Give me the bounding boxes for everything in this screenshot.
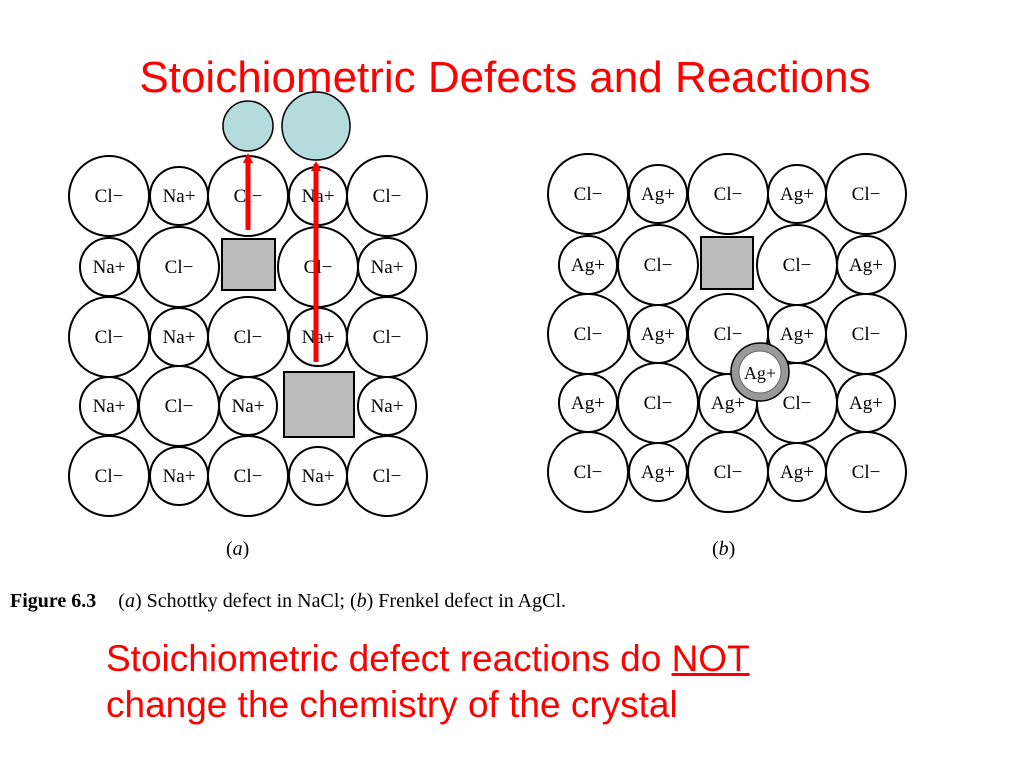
cation-vacancy xyxy=(221,238,276,291)
panel-b-label: (b) xyxy=(712,538,736,560)
ion-label: Na+ xyxy=(232,396,265,417)
ion-label: Cl− xyxy=(852,184,881,205)
cation-sodium: Na+ xyxy=(357,237,417,297)
ion-label: Cl− xyxy=(95,466,124,487)
ion-label: Cl− xyxy=(165,257,194,278)
ion-label: Na+ xyxy=(371,396,404,417)
ion-label: Cl− xyxy=(373,327,402,348)
cation-sodium: Na+ xyxy=(79,237,139,297)
ion-label: Cl− xyxy=(574,184,603,205)
not-emphasis: NOT xyxy=(671,638,750,679)
panel-b-lattice: Cl−Ag+Cl−Ag+Cl−Ag+Cl−Cl−Ag+Cl−Ag+Cl−Ag+C… xyxy=(547,153,907,513)
cation-silver: Ag+ xyxy=(767,304,827,364)
cation-silver: Ag+ xyxy=(558,235,618,295)
figure-number: Figure 6.3 xyxy=(10,590,97,612)
anion-chloride: Cl− xyxy=(346,155,428,237)
ion-label: Na+ xyxy=(93,396,126,417)
ion-label: Ag+ xyxy=(780,324,814,345)
ion-label: Cl− xyxy=(783,255,812,276)
interstitial-silver-ion: Ag+ xyxy=(730,342,790,402)
ion-label: Cl− xyxy=(574,324,603,345)
cation-silver: Ag+ xyxy=(836,373,896,433)
lattice-diagrams: Cl− Na+ Cl− Na+ Cl− Na+ Cl− Cl− Na+ Cl− Na+ Cl− Na+ C… xyxy=(68,91,907,517)
cation-silver: Ag+ xyxy=(836,235,896,295)
ion-label: Na+ xyxy=(371,257,404,278)
ion-label: Cl− xyxy=(165,396,194,417)
cation-sodium: Na+ xyxy=(288,446,348,506)
ion-label: Na+ xyxy=(302,466,335,487)
ion-label: Cl− xyxy=(644,255,673,276)
ion-label: Ag+ xyxy=(641,184,675,205)
ion-label: Na+ xyxy=(163,327,196,348)
anion-chloride: Cl− xyxy=(687,431,769,513)
anion-chloride: Cl− xyxy=(68,435,150,517)
anion-chloride: Cl− xyxy=(207,435,289,517)
ion-label: Na+ xyxy=(163,466,196,487)
ion-label: Cl− xyxy=(373,466,402,487)
ion-label: Cl− xyxy=(234,327,263,348)
anion-chloride: Cl− xyxy=(825,153,907,235)
ion-label: Cl− xyxy=(574,462,603,483)
ion-label: Ag+ xyxy=(780,184,814,205)
cation-silver: Ag+ xyxy=(628,304,688,364)
cation-silver: Ag+ xyxy=(628,442,688,502)
ion-label: Cl− xyxy=(234,466,263,487)
panel-a-label: (a) xyxy=(226,538,250,560)
cation-sodium: Na+ xyxy=(79,376,139,436)
anion-chloride: Cl− xyxy=(138,226,220,308)
ion-label: Cl− xyxy=(714,462,743,483)
ion-label: Cl− xyxy=(714,324,743,345)
anion-chloride: Cl− xyxy=(68,296,150,378)
cation-silver: Ag+ xyxy=(558,373,618,433)
ion-label: Ag+ xyxy=(849,393,883,414)
anion-chloride: Cl− xyxy=(138,365,220,447)
key-statement: Stoichiometric defect reactions do NOT c… xyxy=(106,638,750,725)
ion-label: Ag+ xyxy=(571,255,605,276)
ion-label: Ag+ xyxy=(711,393,745,414)
anion-chloride: Cl− xyxy=(825,293,907,375)
ion-label: Ag+ xyxy=(780,462,814,483)
cation-sodium: Na+ xyxy=(149,166,209,226)
anion-chloride: Cl− xyxy=(207,296,289,378)
cation-sodium: Na+ xyxy=(357,376,417,436)
ion-label: Cl− xyxy=(95,186,124,207)
ion-label: Cl− xyxy=(95,327,124,348)
ion-label: Cl− xyxy=(714,184,743,205)
ion-label: Ag+ xyxy=(641,462,675,483)
cation-sodium: Na+ xyxy=(218,376,278,436)
interstitial-label: Ag+ xyxy=(744,363,776,383)
ion-label: Ag+ xyxy=(571,393,605,414)
anion-chloride: Cl− xyxy=(346,296,428,378)
cation-sodium: Na+ xyxy=(149,446,209,506)
ejected-cation xyxy=(222,100,274,152)
anion-chloride: Cl− xyxy=(617,224,699,306)
cation-silver: Ag+ xyxy=(767,164,827,224)
anion-chloride: Cl− xyxy=(547,293,629,375)
ion-label: Na+ xyxy=(163,186,196,207)
ion-label: Cl− xyxy=(644,393,673,414)
anion-chloride: Cl− xyxy=(547,431,629,513)
anion-chloride: Cl− xyxy=(617,362,699,444)
anion-chloride: Cl− xyxy=(825,431,907,513)
cation-sodium: Na+ xyxy=(149,307,209,367)
ion-label: Cl− xyxy=(373,186,402,207)
cation-silver: Ag+ xyxy=(767,442,827,502)
ion-label: Na+ xyxy=(93,257,126,278)
anion-vacancy xyxy=(283,371,355,438)
ion-label: Cl− xyxy=(783,393,812,414)
silver-vacancy xyxy=(700,236,754,290)
cation-silver: Ag+ xyxy=(628,164,688,224)
anion-chloride: Cl− xyxy=(756,224,838,306)
ion-label: Cl− xyxy=(852,324,881,345)
ejected-anion xyxy=(281,91,351,161)
ion-label: Cl− xyxy=(852,462,881,483)
figure-caption: Figure 6.3(a) Schottky defect in NaCl; (… xyxy=(10,590,567,612)
ion-label: Ag+ xyxy=(641,324,675,345)
anion-chloride: Cl− xyxy=(687,153,769,235)
slide-title: Stoichiometric Defects and Reactions xyxy=(139,53,871,102)
anion-chloride: Cl− xyxy=(547,153,629,235)
ion-label: Ag+ xyxy=(849,255,883,276)
anion-chloride: Cl− xyxy=(346,435,428,517)
anion-chloride: Cl− xyxy=(68,155,150,237)
